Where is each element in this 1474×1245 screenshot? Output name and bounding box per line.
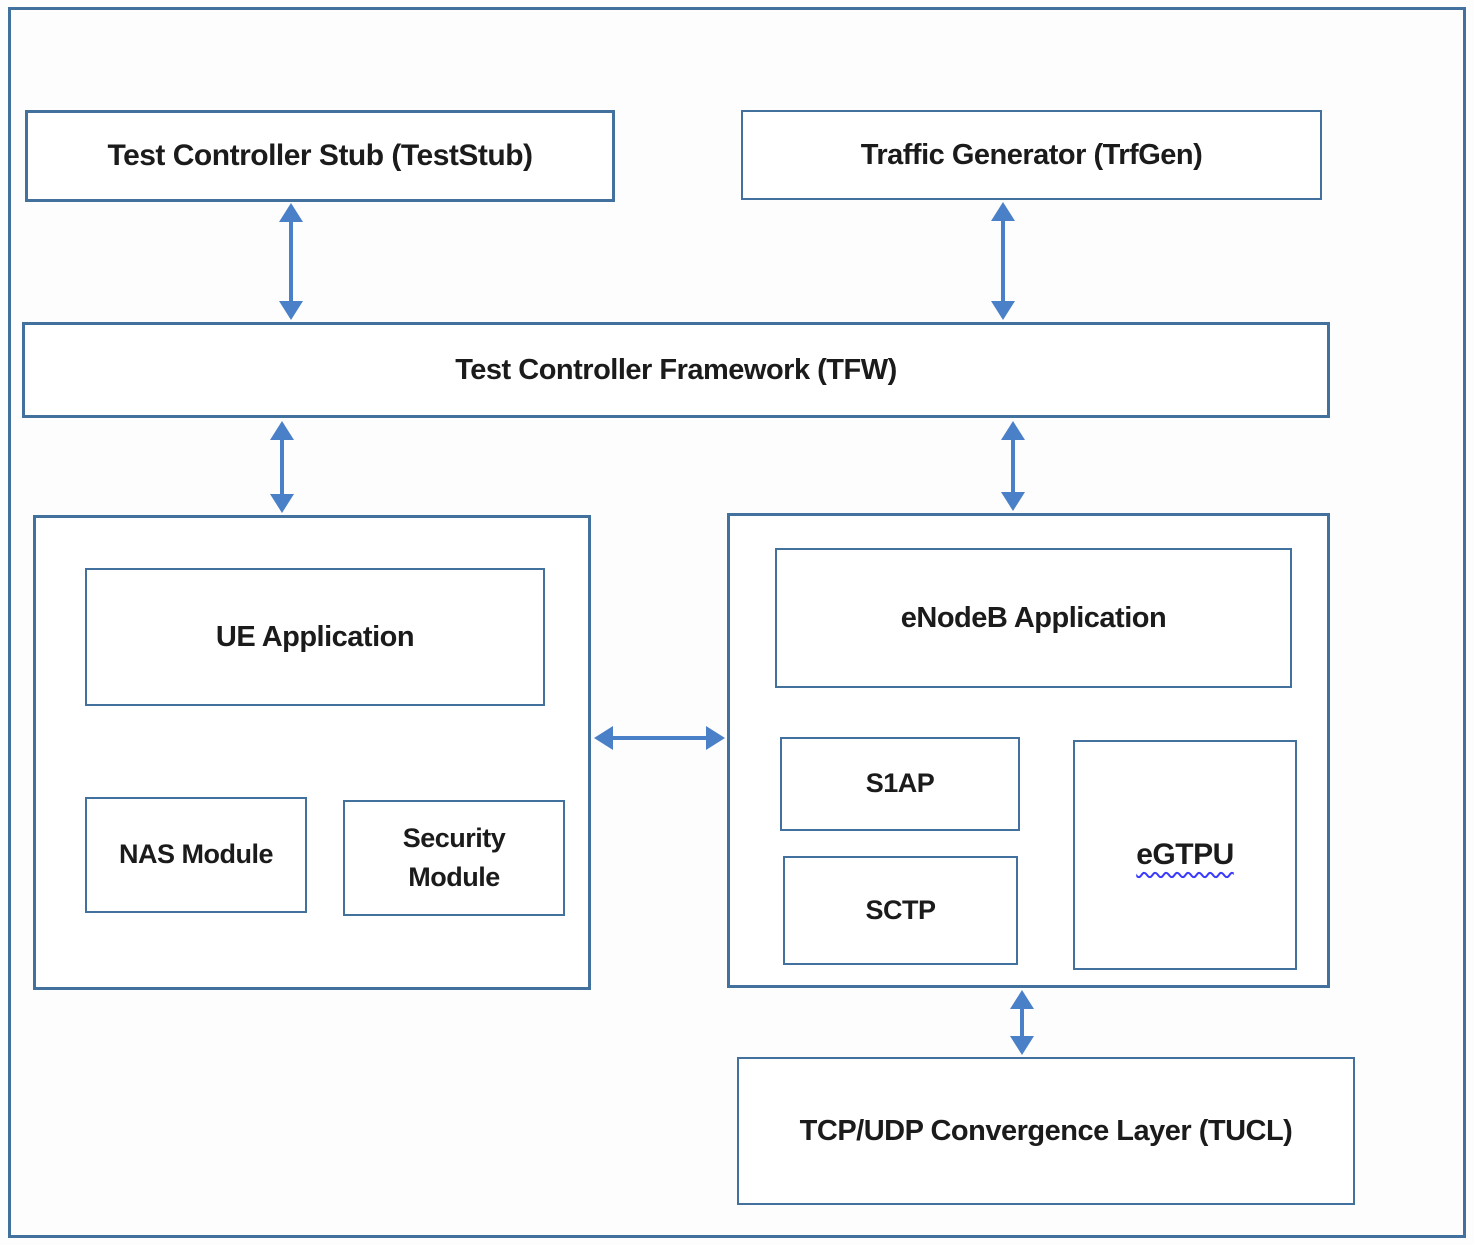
arrow-shaft <box>280 440 284 494</box>
node-ue-application: UE Application <box>85 568 545 706</box>
node-test-controller-stub: Test Controller Stub (TestStub) <box>25 110 615 202</box>
node-label: NAS Module <box>119 839 274 870</box>
arrow-head-down <box>279 301 303 320</box>
node-test-controller-framework: Test Controller Framework (TFW) <box>22 322 1330 418</box>
node-sctp: SCTP <box>783 856 1018 965</box>
arrow-shaft <box>613 736 706 740</box>
connector-teststub-tfw-arrow <box>278 203 304 320</box>
arrow-head-left <box>594 726 613 750</box>
arrow-head-up <box>1010 990 1034 1009</box>
node-label: SCTP <box>865 894 936 925</box>
node-s1ap: S1AP <box>780 737 1020 831</box>
node-egtpu: eGTPU <box>1073 740 1297 970</box>
node-enodeb-application: eNodeB Application <box>775 548 1292 688</box>
arrow-shaft <box>1020 1009 1024 1036</box>
arrow-head-up <box>991 202 1015 221</box>
arrow-head-up <box>1001 421 1025 440</box>
node-nas-module: NAS Module <box>85 797 307 913</box>
arrow-head-right <box>706 726 725 750</box>
connector-trfgen-tfw-arrow <box>990 202 1016 320</box>
connector-ue-enodeb-arrow <box>594 725 725 751</box>
node-label: Traffic Generator (TrfGen) <box>860 138 1203 171</box>
node-label: eGTPU <box>1136 838 1234 872</box>
node-security-module: Security Module <box>343 800 565 916</box>
arrow-head-down <box>991 301 1015 320</box>
node-label: UE Application <box>215 620 415 653</box>
node-traffic-generator: Traffic Generator (TrfGen) <box>741 110 1322 200</box>
arrow-shaft <box>1011 440 1015 492</box>
arrow-head-down <box>1010 1036 1034 1055</box>
node-tucl: TCP/UDP Convergence Layer (TUCL) <box>737 1057 1355 1205</box>
arrow-shaft <box>289 222 293 301</box>
arrow-head-down <box>1001 492 1025 511</box>
node-label: Test Controller Framework (TFW) <box>455 353 897 386</box>
node-label: Security Module <box>402 822 506 892</box>
node-label: S1AP <box>865 768 935 799</box>
arrow-head-down <box>270 494 294 513</box>
node-label: eNodeB Application <box>900 601 1167 634</box>
node-label: TCP/UDP Convergence Layer (TUCL) <box>799 1114 1293 1147</box>
node-label: Test Controller Stub (TestStub) <box>107 139 533 173</box>
connector-tfw-enodeb-arrow <box>1000 421 1026 511</box>
arrow-head-up <box>279 203 303 222</box>
connector-enodeb-tucl-arrow <box>1009 990 1035 1055</box>
outer-frame <box>8 7 1466 1238</box>
arrow-head-up <box>270 421 294 440</box>
arrow-shaft <box>1001 221 1005 301</box>
connector-tfw-ue-arrow <box>269 421 295 513</box>
